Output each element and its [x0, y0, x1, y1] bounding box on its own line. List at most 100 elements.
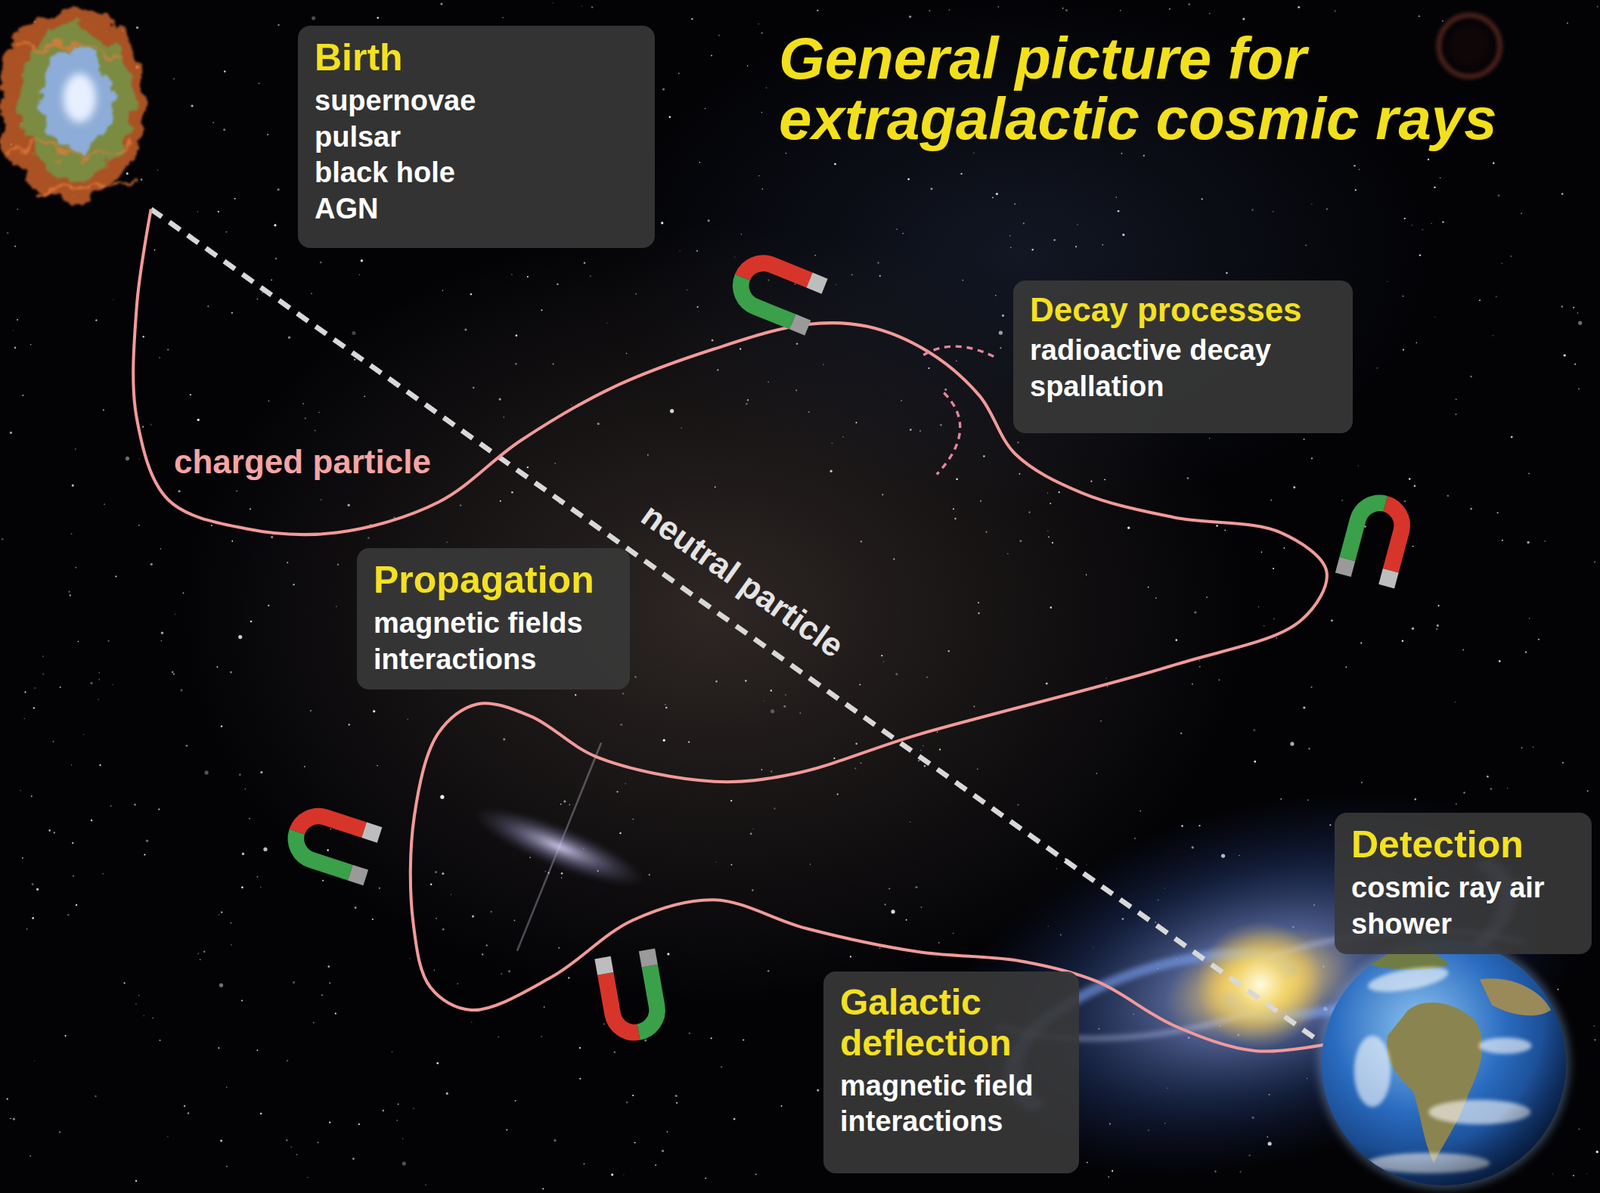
decay-branch [936, 393, 961, 475]
star [761, 111, 763, 113]
star [1492, 162, 1495, 165]
star [1355, 189, 1357, 191]
star [270, 536, 273, 539]
star [77, 641, 80, 643]
star [514, 919, 516, 921]
star [992, 196, 994, 199]
star [1105, 677, 1107, 680]
star [266, 133, 269, 136]
star [24, 718, 25, 720]
star [472, 386, 475, 388]
star [711, 339, 714, 342]
star [919, 430, 921, 432]
star [360, 259, 363, 262]
star [977, 612, 980, 614]
star [1119, 9, 1121, 11]
star [434, 970, 435, 971]
star [515, 334, 518, 337]
star [321, 994, 323, 996]
star [697, 311, 699, 313]
star [1272, 210, 1274, 212]
star [424, 1184, 427, 1186]
star [470, 293, 472, 295]
star [744, 679, 747, 682]
star [1031, 248, 1033, 251]
star [48, 829, 50, 832]
star [327, 965, 330, 968]
star [1117, 210, 1120, 213]
star [930, 187, 933, 190]
star [858, 684, 861, 686]
star [12, 1118, 16, 1121]
star [1376, 367, 1378, 369]
star [666, 1131, 668, 1133]
star [310, 710, 312, 712]
star [680, 427, 682, 428]
star [304, 417, 307, 419]
star [579, 1047, 581, 1049]
star [142, 335, 145, 338]
star [268, 400, 270, 402]
star [529, 856, 531, 859]
star [1334, 9, 1337, 12]
star [626, 353, 627, 354]
star [1404, 500, 1406, 503]
star [583, 1162, 586, 1165]
star [567, 976, 570, 979]
star [34, 687, 36, 689]
star [303, 765, 306, 768]
star [1283, 547, 1286, 549]
star [1572, 306, 1575, 309]
star [142, 1015, 145, 1018]
star [1594, 1039, 1597, 1042]
star [809, 863, 811, 865]
star [160, 548, 162, 549]
star [98, 679, 100, 681]
star [1498, 660, 1501, 663]
star [42, 655, 44, 658]
star [359, 274, 360, 276]
star [52, 741, 54, 743]
star [591, 6, 594, 9]
decay-branch [923, 346, 995, 475]
star [833, 757, 835, 760]
star [183, 1105, 186, 1107]
star [372, 710, 376, 713]
star [979, 499, 982, 502]
star [632, 1094, 634, 1097]
star [1175, 638, 1178, 642]
star [1415, 341, 1418, 344]
star [540, 309, 543, 311]
star [65, 1035, 67, 1037]
star [854, 767, 856, 769]
star [59, 686, 62, 689]
star [1100, 720, 1101, 722]
star [1422, 229, 1424, 230]
star [319, 261, 323, 264]
star [197, 952, 199, 955]
star [1427, 158, 1430, 161]
star [739, 347, 742, 350]
star [527, 466, 529, 469]
magnet-symbol [731, 248, 828, 336]
star [238, 635, 242, 639]
star [286, 1060, 289, 1063]
star [112, 298, 114, 300]
star [1528, 472, 1530, 475]
star [235, 490, 237, 492]
star [1263, 625, 1266, 627]
star [231, 540, 233, 543]
star [363, 395, 366, 397]
star [579, 1078, 581, 1080]
star [376, 16, 379, 19]
star [1289, 741, 1294, 746]
star [675, 1094, 678, 1098]
star [250, 620, 253, 624]
star [257, 1049, 259, 1052]
star [1439, 176, 1442, 179]
star [952, 933, 954, 934]
star [1455, 398, 1458, 400]
star [686, 289, 689, 292]
star [1341, 499, 1343, 502]
